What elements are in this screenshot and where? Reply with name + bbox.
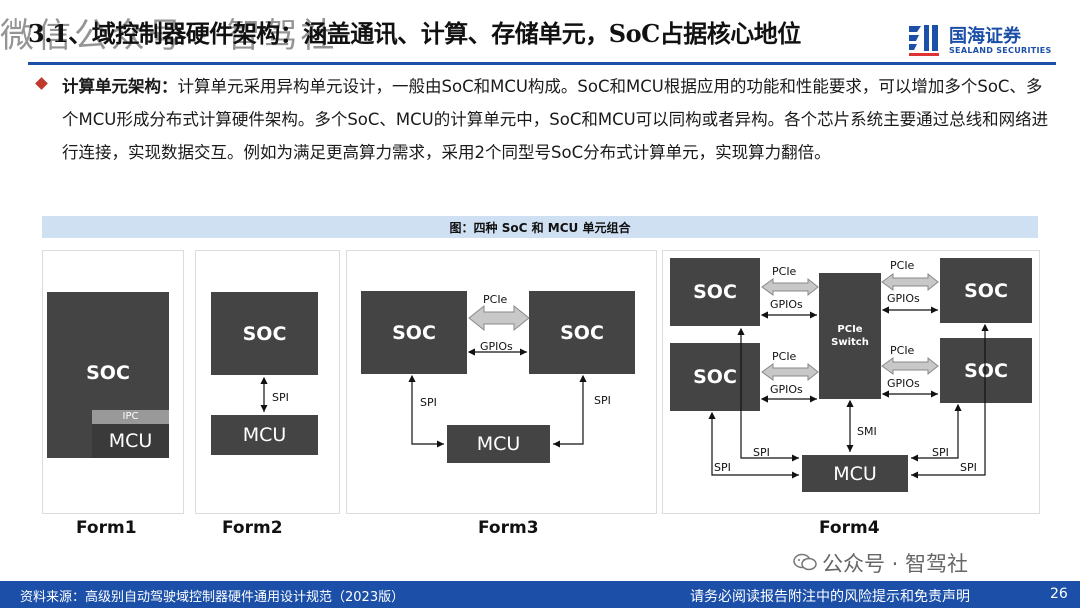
form3-spi-left-arrow (408, 374, 444, 448)
form1-label: Form1 (76, 518, 137, 538)
form4-label: Form4 (819, 518, 880, 538)
watermark-text: 微信公众号 · 智驾社 (0, 16, 338, 56)
paragraph-lead: 计算单元架构： (62, 77, 178, 96)
figure-caption: 图：四种 SoC 和 MCU 单元组合 (449, 221, 631, 235)
body-paragraph: 计算单元架构：计算单元采用异构单元设计，一般由SoC和MCU构成。SoC和MCU… (62, 70, 1054, 169)
form4-pcie-arrow-br (881, 356, 939, 376)
footer-disclaimer: 请务必阅读报告附注中的风险提示和免责声明 (690, 589, 970, 605)
company-logo: 国海证券 SEALAND SECURITIES (907, 22, 1059, 62)
form4-pcie-arrow-bl (761, 362, 819, 382)
form2-mcu-box: MCU (211, 415, 318, 455)
form2-spi-label: SPI (272, 391, 289, 404)
form4-soc-top-right-box: SOC (940, 258, 1032, 323)
wechat-watermark: 公众号 · 智驾社 (822, 552, 969, 576)
form4-switch-line1: PCIe (837, 324, 863, 335)
form3-pcie-arrow (468, 304, 530, 332)
form3-label: Form3 (478, 518, 539, 538)
form4-spi-arrow-1 (737, 327, 799, 462)
form4-pcie-label-br: PCIe (890, 344, 915, 357)
form2-soc-box: SOC (211, 292, 318, 375)
form3-soc-left-box: SOC (361, 291, 467, 374)
figure-caption-band: 图：四种 SoC 和 MCU 单元组合 (42, 216, 1038, 238)
form1-ipc-bar: IPC (92, 410, 169, 424)
form4-soc-top-left-box: SOC (670, 258, 760, 326)
form1-mcu-box: MCU (92, 424, 169, 458)
form4-mcu-box: MCU (802, 455, 908, 492)
page-number: 26 (1050, 586, 1068, 602)
form4-spi-arrow-4 (911, 323, 989, 479)
form3-spi-right-label: SPI (594, 394, 611, 407)
logo-icon (909, 25, 939, 56)
form4-pcie-arrow-tr (881, 272, 939, 292)
form4-switch-line2: Switch (831, 337, 869, 348)
form4-spi-arrow-3 (911, 403, 962, 462)
form2-label: Form2 (222, 518, 283, 538)
wechat-icon (793, 553, 817, 571)
logo-chinese: 国海证券 (949, 26, 1021, 47)
form4-smi-label: SMI (857, 425, 877, 438)
form4-pcie-switch-box: PCIe Switch (819, 273, 881, 399)
paragraph-text: 计算单元采用异构单元设计，一般由SoC和MCU构成。SoC和MCU根据应用的功能… (62, 77, 1049, 162)
footer-bar: 资料来源：高级别自动驾驶域控制器硬件通用设计规范（2023版） 请务必阅读报告附… (0, 581, 1080, 608)
title-rule (28, 62, 1056, 65)
form3-pcie-label: PCIe (483, 293, 508, 306)
form4-pcie-label-tl: PCIe (772, 265, 797, 278)
form4-gpios-label-tl: GPIOs (770, 298, 803, 311)
form4-pcie-label-tr: PCIe (890, 259, 915, 272)
form4-gpios-label-tr: GPIOs (887, 292, 920, 305)
form3-soc-right-box: SOC (529, 291, 635, 374)
form4-pcie-arrow-tl (761, 277, 819, 297)
form4-spi-arrow-2 (708, 411, 799, 479)
page-title: 3.1、域控制器硬件架构：涵盖通讯、计算、存储单元，SoC占据核心地位 (28, 19, 801, 48)
form3-mcu-box: MCU (447, 425, 550, 463)
form3-spi-right-arrow (553, 374, 587, 448)
logo-english: SEALAND SECURITIES (949, 46, 1052, 55)
footer-source: 资料来源：高级别自动驾驶域控制器硬件通用设计规范（2023版） (20, 590, 405, 605)
